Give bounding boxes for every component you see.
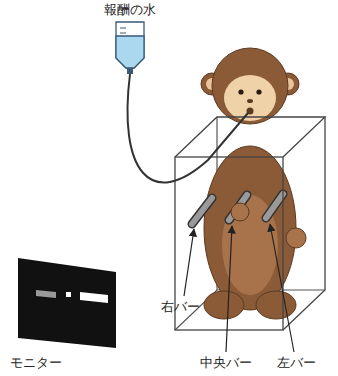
part-label: 右バー: [161, 299, 200, 315]
label-text: 報酬の水: [104, 2, 156, 17]
part-label: 中央バー: [200, 355, 252, 371]
lever-bars: [192, 194, 283, 224]
label-text: 中央バー: [200, 355, 252, 370]
box-front: [175, 117, 325, 330]
label-text: 右バー: [161, 299, 200, 314]
leader-arrows: [184, 224, 294, 352]
label-text: 左バー: [277, 355, 316, 370]
box-back: [175, 117, 325, 330]
part-label: 左バー: [277, 355, 316, 371]
monkey-hand: [231, 203, 249, 221]
water-tube: [127, 74, 248, 183]
label-text: モニター: [10, 355, 62, 370]
monkey: [201, 48, 299, 319]
part-label: 報酬の水: [104, 2, 156, 18]
water-bottle: [116, 22, 144, 74]
part-label: モニター: [10, 355, 62, 371]
monkey-hand: [286, 228, 306, 248]
monitor: [18, 258, 116, 348]
